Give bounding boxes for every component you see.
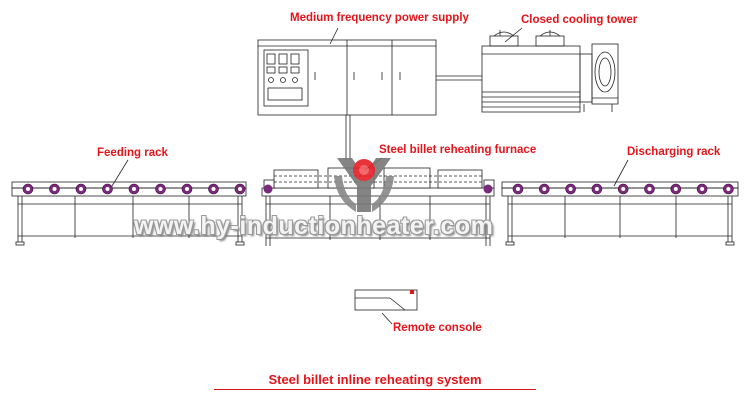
power-supply-cabinet [257, 39, 482, 160]
roller-hub [185, 187, 189, 191]
roller-hub [79, 187, 83, 191]
roller-hub [673, 187, 678, 191]
roller-hub [52, 187, 57, 191]
roller-hub [594, 187, 599, 191]
console-indicator [410, 290, 414, 294]
roller-hub [568, 187, 573, 191]
label-feeding-rack: Feeding rack [97, 147, 168, 159]
remote-console [354, 289, 418, 311]
roller-hub [516, 187, 520, 191]
feeding-rack [11, 181, 247, 246]
label-cooling-tower: Closed cooling tower [521, 14, 638, 26]
watermark-text: www.hy-inductionheater.com [134, 212, 494, 240]
hy-logo [334, 158, 394, 212]
roller-hub [158, 187, 163, 191]
roller-hub [542, 187, 547, 191]
label-discharging-rack: Discharging rack [627, 146, 721, 158]
rollers [22, 183, 734, 195]
label-power-supply: Medium frequency power supply [290, 12, 469, 24]
roller-hub [26, 187, 30, 191]
roller-hub [726, 187, 731, 191]
roller [263, 184, 273, 194]
roller [483, 184, 493, 194]
title-underline [214, 389, 536, 390]
roller-hub [238, 187, 242, 191]
roller-hub [105, 187, 110, 191]
roller-hub [700, 187, 705, 191]
diagram-title: Steel billet inline reheating system [268, 372, 482, 387]
label-remote-console: Remote console [393, 322, 482, 334]
roller-hub [132, 187, 136, 191]
roller-hub [647, 187, 652, 191]
roller-hub [621, 187, 626, 191]
label-furnace: Steel billet reheating furnace [379, 144, 537, 156]
roller-hub [211, 187, 216, 191]
cooling-tower [481, 30, 619, 113]
